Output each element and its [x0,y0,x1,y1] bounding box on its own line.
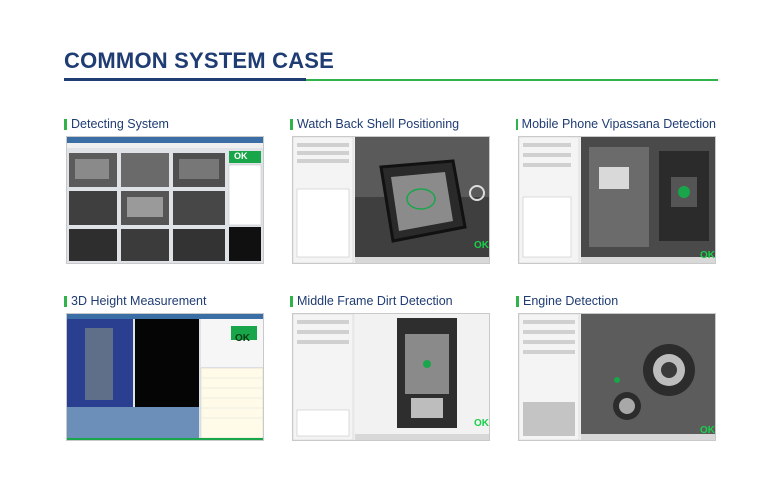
status-ok: OK [235,333,250,344]
screenshot-mobile-phone-vipassana [518,136,716,264]
title-underline-accent [64,78,306,81]
case-detecting-system[interactable]: Detecting System [64,116,264,264]
page-title: COMMON SYSTEM CASE [64,48,335,73]
screenshot-detecting-system [66,136,264,264]
case-label: Watch Back Shell Positioning [297,117,460,131]
case-label: Engine Detection [523,294,619,308]
label-marker [64,295,67,307]
status-ok: OK [700,425,715,436]
label-marker [290,295,293,307]
status-ok: OK [474,240,489,251]
screenshot-engine-detection [518,313,716,441]
label-marker [516,118,518,130]
label-marker [516,295,519,307]
status-ok: OK [234,151,248,161]
screenshot-middle-frame-dirt [292,313,490,441]
label-marker [64,118,67,130]
case-middle-frame-dirt[interactable]: Middle Frame Dirt Detection [290,293,490,441]
case-3d-height-measurement[interactable]: 3D Height Measurement [64,293,264,441]
case-watch-back-shell[interactable]: Watch Back Shell Positioning [290,116,490,264]
case-mobile-phone-vipassana[interactable]: Mobile Phone Vipassana Detection [516,116,716,264]
status-ok: OK [700,250,715,261]
case-label: Detecting System [71,117,169,131]
case-label: Mobile Phone Vipassana Detection [521,117,716,131]
status-ok: OK [474,418,489,429]
title-underline [64,79,718,81]
screenshot-3d-height-measurement [66,313,264,441]
case-label: Middle Frame Dirt Detection [297,294,453,308]
case-label: 3D Height Measurement [71,294,207,308]
label-marker [290,118,293,130]
case-engine-detection[interactable]: Engine Detection [516,293,716,441]
screenshot-watch-back-shell [292,136,490,264]
